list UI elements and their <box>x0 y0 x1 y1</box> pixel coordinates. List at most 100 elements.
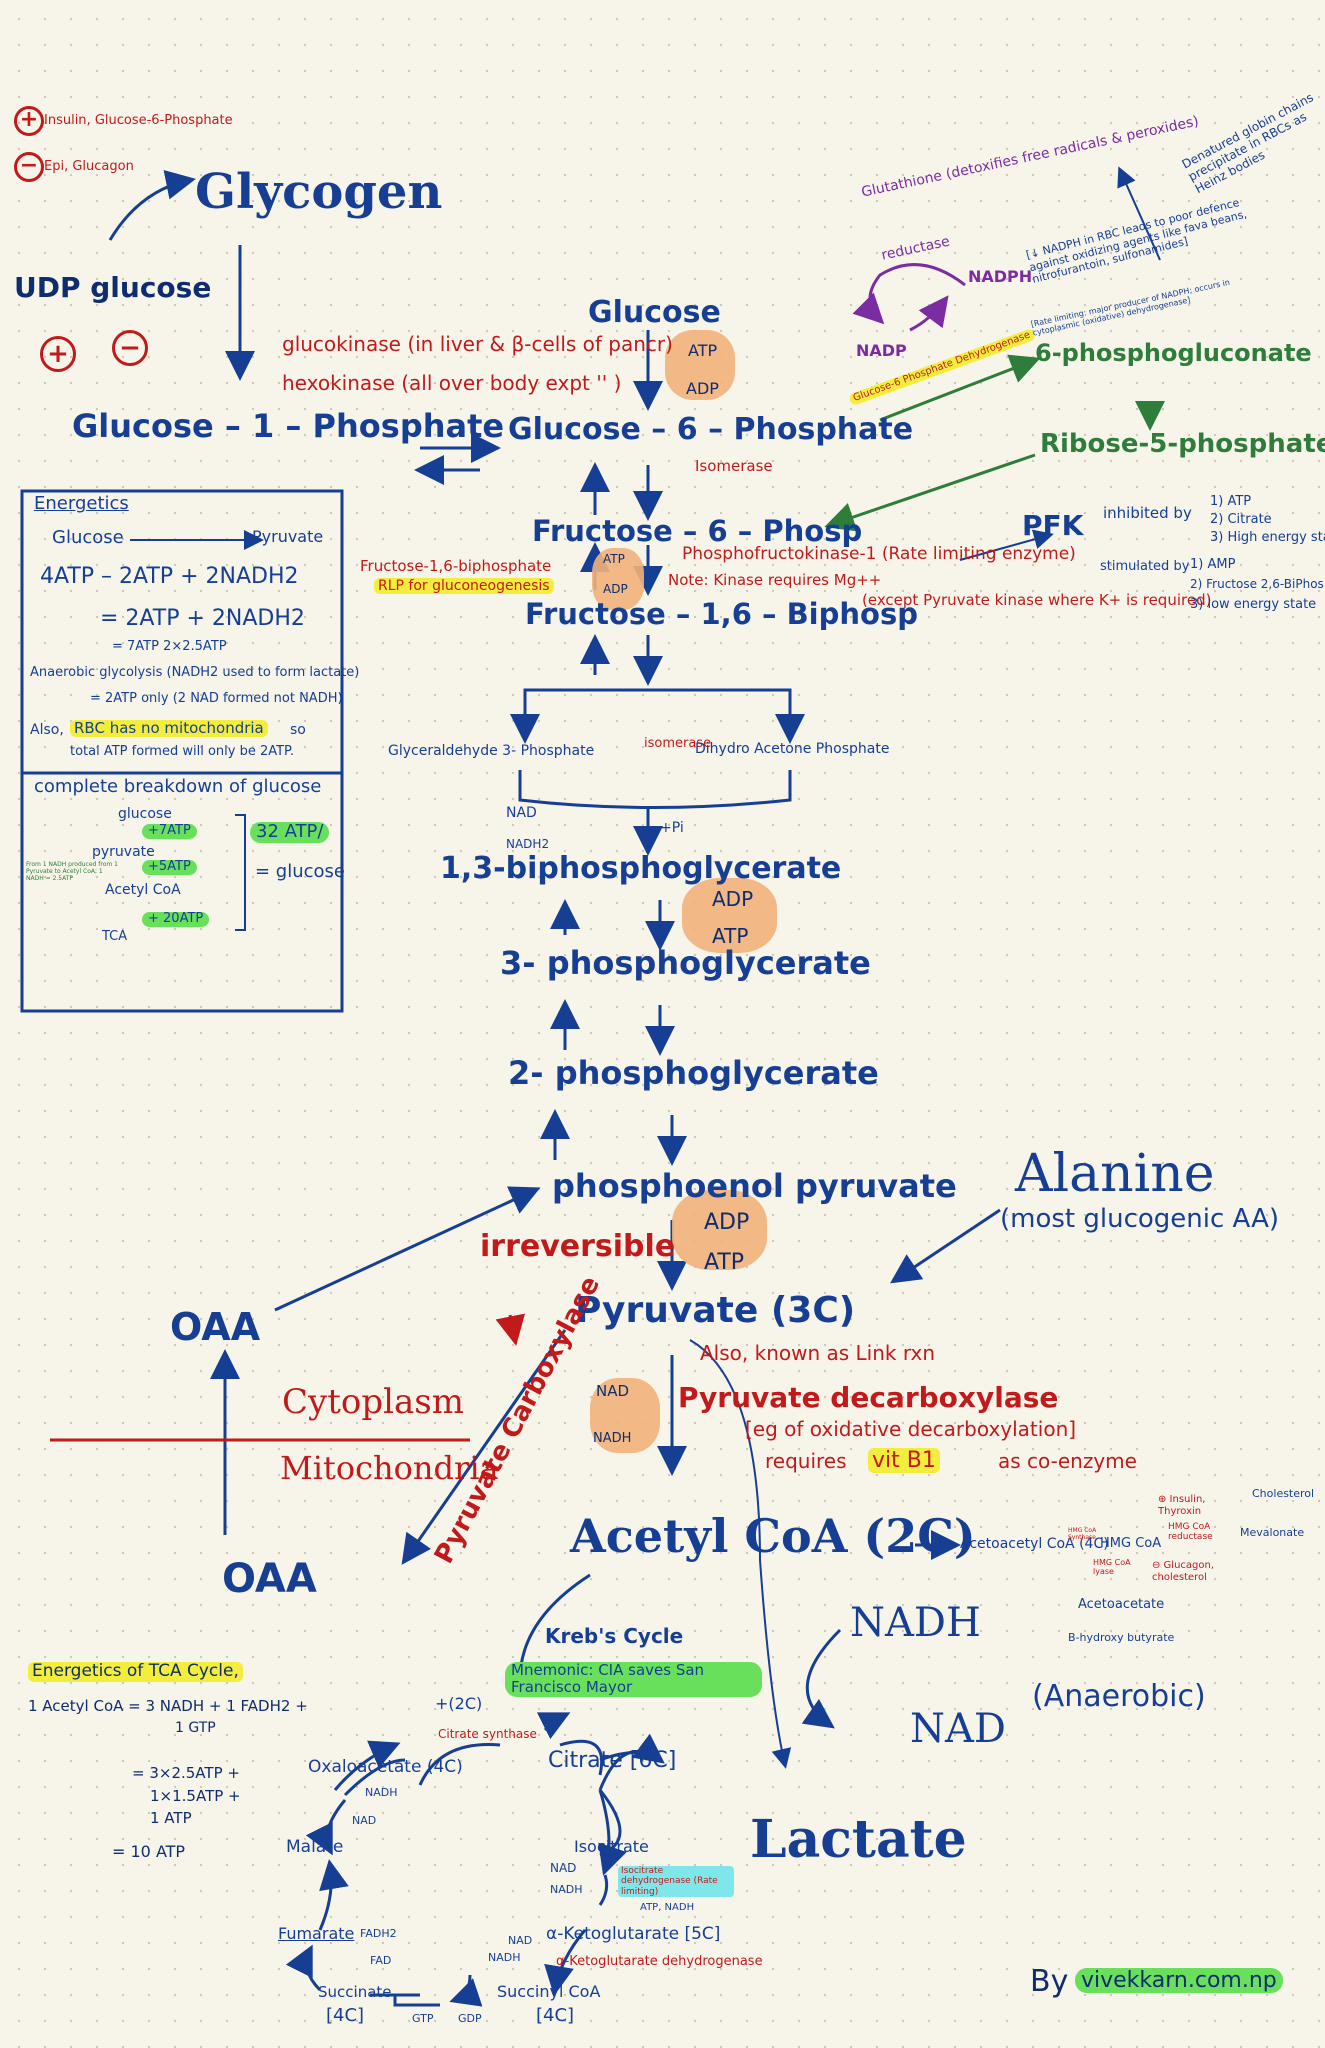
nad-akg: NAD <box>508 1934 533 1947</box>
fbp-label: Fructose-1,6-biphosphate <box>360 557 552 575</box>
succinyl-coa-c: [4C] <box>536 2005 575 2026</box>
atp-adp-blob-1 <box>665 330 735 400</box>
pyruvate-node: Pyruvate (3C) <box>575 1290 856 1331</box>
inhibitor-2: 2) Citrate <box>1210 512 1272 527</box>
rbc-no-mito: RBC has no mitochondria <box>70 719 268 738</box>
pyruvate-decarboxylase-label: Pyruvate decarboxylase <box>678 1381 1059 1414</box>
oaa-mitochondria: OAA <box>222 1556 317 1602</box>
isomerase-label-2: isomerase <box>644 736 712 751</box>
fbp-rlp-label: RLP for gluconeogenesis <box>374 578 554 595</box>
cb-20atp: + 20ATP <box>142 911 210 927</box>
tca-energy-l4: 1×1.5ATP + <box>150 1787 241 1805</box>
succinate-c: [4C] <box>326 2005 365 2026</box>
stimulated-label: stimulated by <box>1100 559 1190 574</box>
hmg-lyase: HMG CoA lyase <box>1093 1558 1131 1577</box>
complete-breakdown-title: complete breakdown of glucose <box>34 776 322 797</box>
nad-nadh-blob <box>590 1378 660 1453</box>
2-phosphoglycerate-node: 2- phosphoglycerate <box>508 1054 879 1092</box>
pi-label: +Pi <box>660 820 684 836</box>
cb-per-glucose: = glucose <box>255 861 345 882</box>
krebs-mnemonic: Mnemonic: CIA saves San Francisco Mayor <box>505 1661 762 1697</box>
cytoplasm-label: Cytoplasm <box>282 1382 464 1422</box>
hmg-coa: HMG CoA <box>1100 1536 1162 1551</box>
anaerobic-nadh: NADH <box>850 1600 981 1646</box>
fructose-16-biphosphate-node: Fructose – 1,6 – Biphosp <box>525 597 918 631</box>
kinase-mg-note: Note: Kinase requires Mg++ <box>668 571 882 589</box>
3-phosphoglycerate-node: 3- phosphoglycerate <box>500 944 871 982</box>
nad-label-link: NAD <box>596 1382 630 1400</box>
acetyl-coa-node: Acetyl CoA (2C) <box>570 1509 976 1563</box>
mitochondria-label: Mitochondria <box>280 1449 499 1487</box>
nadh-label-link: NADH <box>593 1431 632 1446</box>
regulation-minus-note: Epi, Glucagon <box>44 159 134 174</box>
adp-label-3: ADP <box>712 887 754 911</box>
pep-node: phosphoenol pyruvate <box>552 1167 957 1205</box>
insulin-thyroxin: ⊕ Insulin, Thyroxin <box>1158 1494 1206 1517</box>
6-phosphogluconate-node: 6-phosphogluconate <box>1035 339 1312 367</box>
inhibitor-1: 1) ATP <box>1210 494 1252 509</box>
glucokinase-note: glucokinase (in liver & β-cells of pancr… <box>282 332 673 356</box>
anaerobic-nad: NAD <box>910 1706 1006 1752</box>
cb-pyruvate: pyruvate <box>92 844 155 860</box>
minus-sign-icon: − <box>14 152 44 182</box>
tca-energy-l1: 1 Acetyl CoA = 3 NADH + 1 FADH2 + <box>28 1697 308 1715</box>
stimulator-3: 3) low energy state <box>1190 597 1317 612</box>
footer-by: By <box>1030 1964 1069 1999</box>
energetics-glucose: Glucose <box>52 527 124 548</box>
cb-acetyl: Acetyl CoA <box>105 882 181 898</box>
stimulator-1: 1) AMP <box>1190 557 1236 572</box>
pyruvate-kinase-note: (except Pyruvate kinase where K+ is requ… <box>862 591 1212 609</box>
atp-label-2: ATP <box>603 552 625 566</box>
malate-node: Malate <box>286 1837 344 1857</box>
oxidative-decarb-note: [eg of oxidative decarboxylation] <box>745 1417 1077 1441</box>
beta-hydroxybutyrate: B-hydroxy butyrate <box>1068 1631 1175 1644</box>
footer-site[interactable]: vivekkarn.com.np <box>1075 1968 1283 1994</box>
energetics-anaerobic: Anaerobic glycolysis (NADH2 used to form… <box>30 665 360 680</box>
adp-label-4: ADP <box>704 1210 750 1235</box>
energetics-total-2atp: total ATP formed will only be 2ATP. <box>70 744 295 759</box>
pfk-label: PFK <box>1022 509 1084 542</box>
cholesterol: Cholesterol <box>1252 1487 1315 1500</box>
citrate-node: Citrate [6C] <box>548 1748 677 1773</box>
fumarate-node: Fumarate <box>278 1924 355 1943</box>
adp-label-1: ADP <box>686 379 719 398</box>
nadph-label: NADPH <box>968 267 1033 286</box>
energetics-line2: 4ATP – 2ATP + 2NADH2 <box>40 564 299 589</box>
coenzyme-label: as co-enzyme <box>998 1449 1137 1473</box>
acetoacetate: Acetoacetate <box>1078 1597 1165 1612</box>
nadh-akg: NADH <box>488 1951 521 1964</box>
hexokinase-note: hexokinase (all over body expt '' ) <box>282 371 622 395</box>
atp-adp-blob-3 <box>682 878 777 953</box>
plus-sign-icon: + <box>14 106 44 136</box>
energetics-so: so <box>290 722 306 738</box>
alanine-label: Alanine <box>1015 1144 1215 1204</box>
stimulator-2: 2) Fructose 2,6-BiPhos <box>1190 577 1324 591</box>
pfk-enzyme-label: Phosphofructokinase-1 (Rate limiting enz… <box>682 544 1076 564</box>
tca-energy-l2: 1 GTP <box>175 1720 216 1736</box>
cb-tca: TCA <box>102 929 128 944</box>
tca-energy-l5: 1 ATP <box>150 1809 192 1827</box>
nadh-isocitrate: NADH <box>550 1883 583 1896</box>
cb-5atp: +5ATP <box>142 859 197 875</box>
energetics-pyruvate: Pyruvate <box>252 527 324 546</box>
inhibited-label: inhibited by <box>1103 504 1192 522</box>
vit-b1-label: vit B1 <box>868 1448 940 1474</box>
energetics-title: Energetics <box>34 493 129 514</box>
oaa-cytoplasm: OAA <box>170 1305 261 1349</box>
nadh-oaa: NADH <box>365 1786 398 1799</box>
energetics-2atp: = 2ATP only (2 NAD formed not NADH) <box>90 691 343 706</box>
succinyl-coa-node: Succinyl CoA <box>497 1982 601 2001</box>
isocitrate-node: Isocitrate <box>574 1837 649 1856</box>
plus-circle-icon: + <box>40 336 76 372</box>
cb-glucose: glucose <box>118 806 172 822</box>
glycogen-title: Glycogen <box>195 164 443 220</box>
fadh2-label: FADH2 <box>360 1927 397 1940</box>
nadp-label: NADP <box>856 341 907 360</box>
dhap-node: Dihydro Acetone Phosphate <box>695 741 890 757</box>
regulation-plus-note: Insulin, Glucose-6-Phosphate <box>44 113 233 128</box>
irreversible-label: irreversible <box>480 1229 676 1264</box>
inhibitor-3: 3) High energy state <box>1210 530 1325 545</box>
tca-energy-l3: = 3×2.5ATP + <box>132 1764 240 1782</box>
atp-label-4: ATP <box>704 1250 745 1275</box>
